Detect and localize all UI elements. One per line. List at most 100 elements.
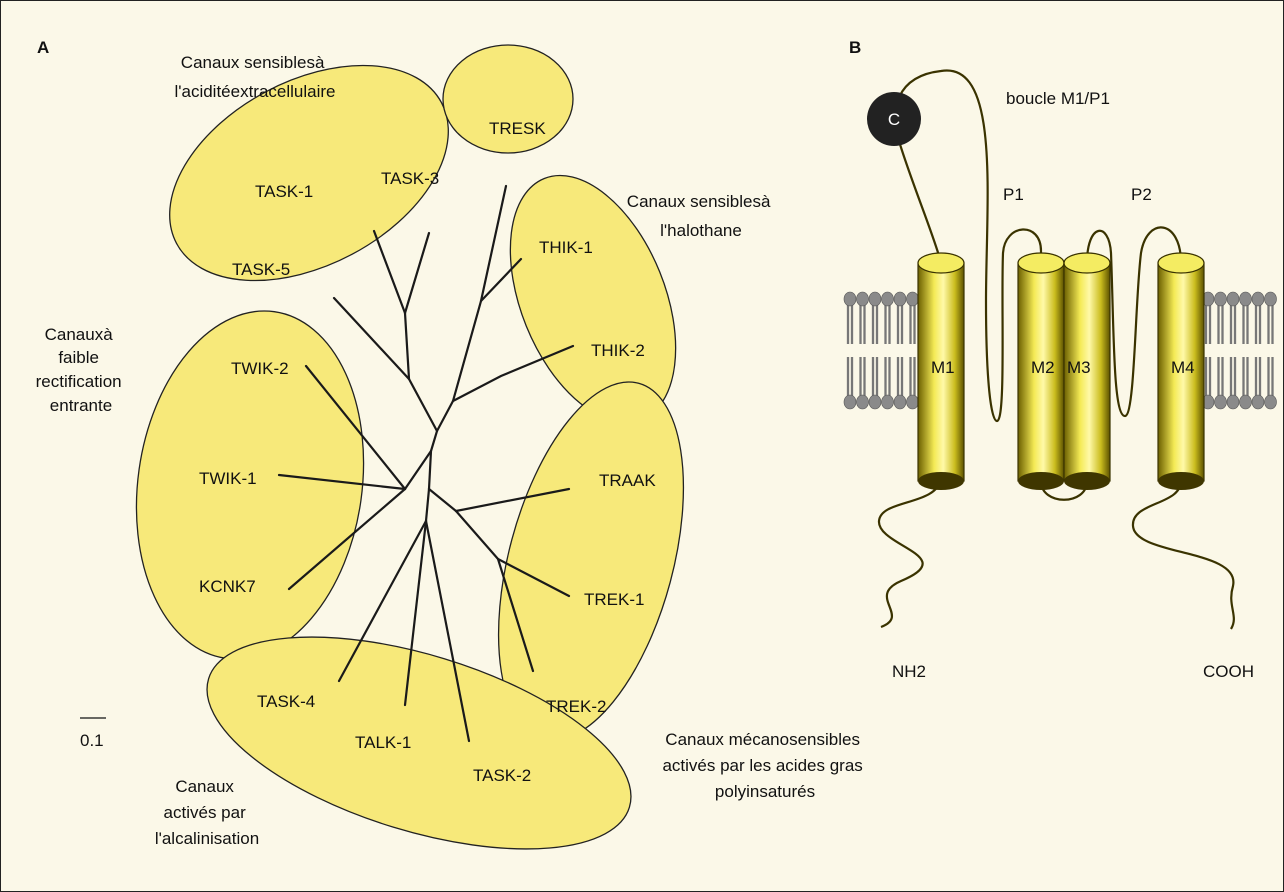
caption-mechanosensitive: Canaux mécanosensibles activés par les a… <box>662 730 867 801</box>
label-twik1: TWIK-1 <box>199 469 257 488</box>
lipid-head <box>906 394 919 410</box>
branch-twik2 <box>304 364 407 491</box>
branch-task4 <box>337 519 428 683</box>
scale-bar-label: 0.1 <box>80 731 104 750</box>
helix-m3-top <box>1063 252 1111 274</box>
branch-traak <box>454 487 571 513</box>
helix-m4-bottom <box>1158 472 1204 490</box>
label-traak: TRAAK <box>599 471 656 490</box>
lipid-head <box>1264 394 1277 410</box>
helices <box>917 252 1205 490</box>
tail-cooh <box>1131 478 1235 630</box>
lipid-head <box>868 291 882 307</box>
label-trek2: TREK-2 <box>546 697 606 716</box>
membrane-right <box>1201 291 1277 410</box>
label-thik2: THIK-2 <box>591 341 645 360</box>
label-kcnk7: KCNK7 <box>199 577 256 596</box>
helix-m3 <box>1063 252 1111 490</box>
helix-m4-body <box>1157 262 1205 482</box>
helix-m4-top <box>1157 252 1205 274</box>
p1-label: P1 <box>1003 185 1024 204</box>
oval-alk <box>206 636 632 850</box>
lipid-head <box>1251 291 1265 307</box>
helix-m1-top <box>917 252 965 274</box>
lipid-head <box>1264 291 1277 307</box>
group-captions: Canaux sensiblesà l'aciditéextracellulai… <box>36 53 867 848</box>
branch-task3 <box>403 231 431 315</box>
cooh-label: COOH <box>1203 662 1254 681</box>
loop-p2 <box>1085 226 1183 418</box>
branch-thik2 <box>451 344 575 403</box>
branch-thik1 <box>479 257 523 303</box>
label-task5: TASK-5 <box>232 260 290 279</box>
lipid-head <box>906 291 919 307</box>
label-thik1: THIK-1 <box>539 238 593 257</box>
branch-task1 <box>372 229 407 315</box>
lipid-head <box>1239 394 1252 410</box>
panel-a-label: A <box>37 38 49 57</box>
helix-m2-bottom <box>1018 472 1064 490</box>
branch-tresk <box>427 184 508 491</box>
label-task3: TASK-3 <box>381 169 439 188</box>
lipid-head <box>868 394 882 410</box>
branch-twik1 <box>277 473 407 491</box>
branch-task2 <box>424 519 471 743</box>
label-task1: TASK-1 <box>255 182 313 201</box>
branch-task5 <box>332 296 411 381</box>
lipid-head <box>843 291 857 307</box>
lipid-head <box>1214 291 1227 307</box>
label-m2: M2 <box>1031 358 1055 377</box>
lipid-head <box>1226 394 1240 410</box>
lipid-head <box>856 291 869 307</box>
label-talk1: TALK-1 <box>355 733 411 752</box>
lipid-head <box>881 394 894 410</box>
lipid-head <box>856 394 869 410</box>
tail-nh2 <box>877 478 943 629</box>
helix-m2-top <box>1017 252 1065 274</box>
branch-twik-node <box>403 449 433 491</box>
label-task4: TASK-4 <box>257 692 315 711</box>
helix-m2-body <box>1017 262 1065 482</box>
label-trek1: TREK-1 <box>584 590 644 609</box>
lipid-head <box>1214 394 1227 410</box>
helix-m1-bottom <box>918 472 964 490</box>
lipid-head <box>893 291 907 307</box>
branch-alk-node <box>424 487 431 523</box>
lipid-tails-right <box>1201 291 1277 410</box>
label-twik2: TWIK-2 <box>231 359 289 378</box>
branch-kcnk7 <box>287 487 407 591</box>
lipid-head <box>893 394 907 410</box>
p2-label: P2 <box>1131 185 1152 204</box>
label-m3: M3 <box>1067 358 1091 377</box>
caption-alkalinisation: Canaux activés par l'alcalinisation <box>155 777 259 848</box>
channel-labels: TRESK TASK-1 TASK-3 TASK-5 THIK-1 THIK-2… <box>199 119 656 785</box>
lipid-head <box>881 291 894 307</box>
helix-m4 <box>1157 252 1205 490</box>
cysteine-circle <box>867 92 921 146</box>
branch-talk1 <box>403 519 428 707</box>
oval-task <box>169 64 449 282</box>
lipid-head <box>843 394 857 410</box>
caption-acid: Canaux sensiblesà l'aciditéextracellulai… <box>174 53 335 101</box>
panel-b-label: B <box>849 38 861 57</box>
caption-weak-rectification: Canauxà faible rectification entrante <box>36 325 127 415</box>
clusters <box>135 44 685 850</box>
caption-halothane: Canaux sensiblesà l'halothane <box>627 192 775 240</box>
lipid-head <box>1226 291 1240 307</box>
cysteine-label: C <box>888 110 900 129</box>
oval-tresk <box>442 44 574 154</box>
branch-trek2 <box>496 557 535 673</box>
helix-m2 <box>1017 252 1065 490</box>
label-m1: M1 <box>931 358 955 377</box>
lipid-head <box>1239 291 1252 307</box>
phylogenetic-tree <box>277 184 575 743</box>
label-m4: M4 <box>1171 358 1195 377</box>
label-task2: TASK-2 <box>473 766 531 785</box>
branch-stem-task <box>403 311 439 433</box>
helix-m3-bottom <box>1064 472 1110 490</box>
branch-trek-node <box>427 487 458 513</box>
label-tresk: TRESK <box>489 119 546 138</box>
helix-m3-body <box>1063 262 1111 482</box>
